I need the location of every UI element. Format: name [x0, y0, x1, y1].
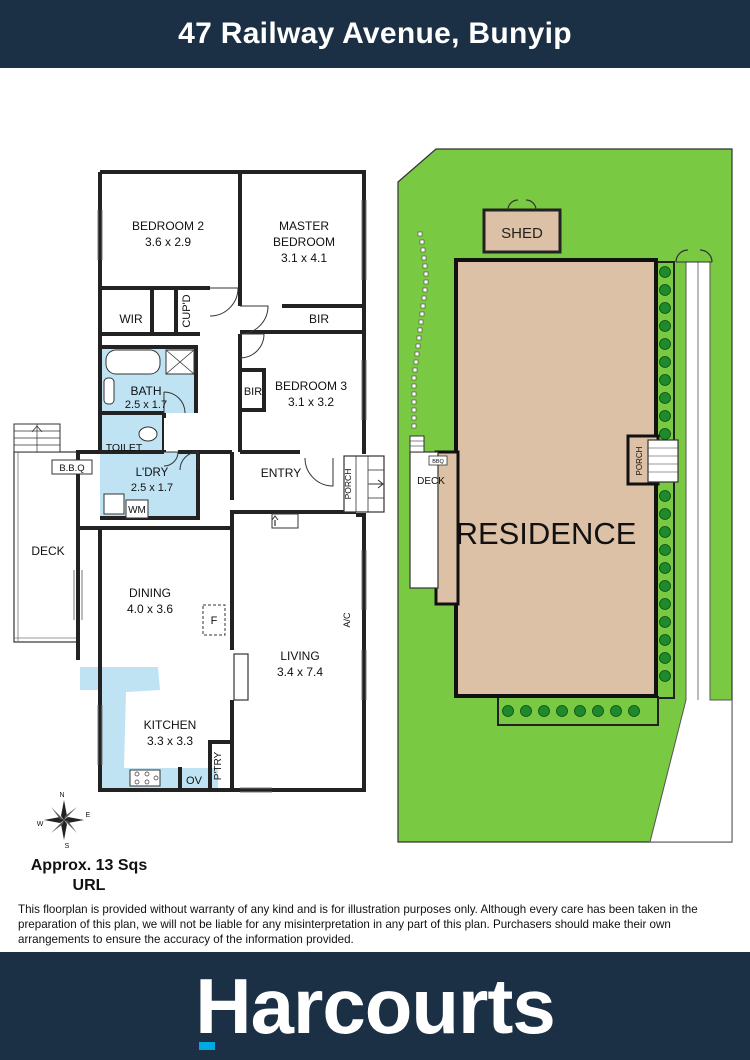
url-tag: URL: [72, 877, 106, 894]
deck-label: DECK: [31, 544, 64, 558]
pantry-label: P'TRY: [213, 751, 224, 780]
bedroom3-size: 3.1 x 3.2: [288, 395, 334, 409]
wm-label: WM: [128, 505, 146, 516]
fireplace-label: F: [211, 615, 218, 627]
site-bbq-label: BBQ: [432, 459, 444, 465]
bedroom2-name: BEDROOM 2: [132, 219, 204, 233]
bath-size: 2.5 x 1.7: [125, 399, 167, 411]
doors: [163, 287, 334, 487]
logo-accent: [199, 1042, 215, 1050]
dining-name: DINING: [129, 586, 171, 600]
harcourts-logo: Harcourts: [195, 962, 555, 1050]
wir-label: WIR: [119, 312, 143, 326]
walls: [76, 170, 366, 792]
shed-label: SHED: [501, 225, 543, 242]
area-text: Approx. 13 Sqs: [30, 857, 148, 874]
compass-w: W: [37, 821, 44, 828]
oven-label: OV: [186, 775, 203, 787]
kitchen-name: KITCHEN: [144, 718, 197, 732]
bir-bed3-label: BIR: [244, 386, 262, 398]
master-name-2: BEDROOM: [273, 235, 335, 249]
driveway: [649, 261, 733, 843]
hall-opening: [164, 418, 232, 450]
laundry-name: L'DRY: [136, 467, 169, 479]
porch: [343, 455, 385, 513]
site-deck: BBQ DECK: [409, 435, 448, 589]
compass-s: S: [65, 843, 70, 850]
page-title: 47 Railway Avenue, Bunyip: [178, 17, 572, 50]
header-bar: 47 Railway Avenue, Bunyip: [0, 0, 750, 68]
toilet-label: TOILET: [106, 442, 143, 454]
porch-label: PORCH: [343, 469, 353, 500]
residence-label: RESIDENCE: [456, 516, 637, 551]
area-summary: Approx. 13 Sqs URL: [24, 856, 154, 896]
entry-label: ENTRY: [261, 466, 301, 480]
bir-master-label: BIR: [309, 312, 329, 326]
site-porch: PORCH: [635, 439, 679, 483]
shed: SHED: [482, 199, 562, 254]
kitchen-fixtures: [51, 459, 299, 787]
dining-size: 4.0 x 3.6: [127, 602, 173, 616]
floor-plan: BEDROOM 2 3.6 x 2.9 MASTER BEDROOM 3.1 x…: [13, 170, 385, 793]
residence: RESIDENCE: [434, 258, 660, 698]
kitchen-size: 3.3 x 3.3: [147, 734, 193, 748]
kitchen-bench: [80, 667, 218, 790]
plans-canvas: BEDROOM 2 3.6 x 2.9 MASTER BEDROOM 3.1 x…: [13, 148, 733, 850]
bedroom2-size: 3.6 x 2.9: [145, 235, 191, 249]
living-size: 3.4 x 7.4: [277, 665, 323, 679]
laundry-size: 2.5 x 1.7: [131, 482, 173, 494]
site-deck-label: DECK: [417, 476, 445, 487]
windows: [73, 200, 367, 793]
footer-bar: Harcourts: [0, 952, 750, 1060]
bbq-label: B.B.Q: [59, 463, 84, 474]
bath-name: BATH: [130, 384, 161, 398]
master-name-1: MASTER: [279, 219, 329, 233]
site-porch-label: PORCH: [635, 446, 644, 475]
compass-icon: N E S W: [37, 792, 91, 850]
compass-n: N: [59, 792, 64, 799]
living-name: LIVING: [280, 649, 319, 663]
bedroom3-name: BEDROOM 3: [275, 379, 347, 393]
disclaimer-text: This floorplan is provided without warra…: [18, 903, 698, 946]
deck: [13, 423, 79, 643]
compass-e: E: [86, 812, 91, 819]
cupd-label: CUP'D: [181, 294, 193, 327]
master-size: 3.1 x 4.1: [281, 251, 327, 265]
bath-fixtures: [103, 349, 195, 519]
site-plan: SHED RESIDENCE BBQ DECK PORCH: [397, 148, 733, 843]
shrubs: [502, 266, 671, 717]
ac-label: A/C: [342, 612, 352, 628]
